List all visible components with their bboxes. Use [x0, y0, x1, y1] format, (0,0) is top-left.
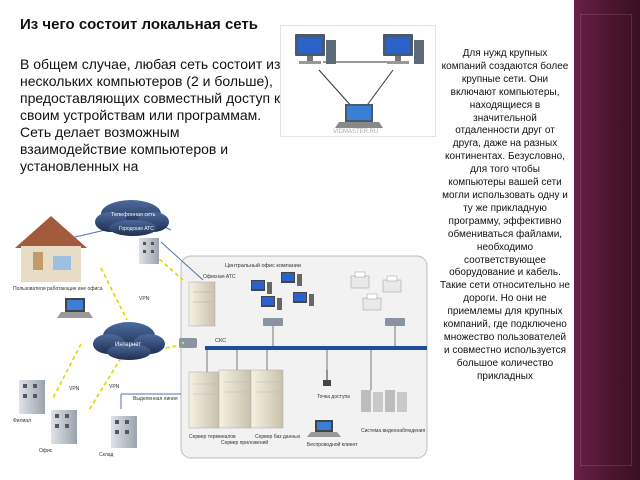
warehouse-label: Склад [99, 452, 114, 458]
decorative-band-frame [580, 14, 632, 466]
access-point-label: Точка доступа [317, 394, 350, 400]
house-icon [15, 216, 87, 282]
router-icon [179, 338, 197, 348]
wireless-client-label: Беспроводной клиент [307, 441, 358, 448]
app-server-icon [218, 369, 252, 429]
workstation-icon [293, 292, 314, 306]
phone-network-label: Телефонная сеть [111, 212, 156, 218]
db-server-icon [250, 369, 284, 429]
slide-title: Из чего состоит локальная сеть [20, 16, 259, 33]
workstation-icon [251, 280, 272, 294]
desktop-computer-icon [383, 34, 424, 64]
vpn-label: VPN [109, 384, 120, 390]
network-switch-icon [263, 318, 283, 326]
city-ats-icon [139, 238, 159, 264]
watermark-text: VIDMASTER.RU [333, 129, 378, 135]
printer-icon [362, 293, 382, 311]
laptop-icon [335, 104, 383, 128]
network-links [318, 61, 394, 109]
terminal-server-label: Сервер терминалов [189, 434, 236, 440]
large-network-diagram: Центральный офис компании [11, 194, 431, 460]
dedicated-lines-label: Выделенная линия [133, 396, 178, 402]
branch-label: Филиал [13, 418, 31, 424]
laptop-icon [57, 298, 93, 318]
sks-label: СКС [215, 338, 226, 344]
printer-icon [350, 271, 370, 289]
city-ats-label: Городская АТС [119, 226, 154, 232]
warehouse-building-icon [111, 416, 137, 448]
vpn-label: VPN [69, 386, 80, 392]
branch-building-icon [19, 380, 45, 414]
internet-label: Интернет [115, 342, 141, 348]
office-building-icon [51, 410, 77, 444]
cctv-label: Система видеонаблюдения [361, 428, 425, 434]
workstation-icon [261, 296, 282, 310]
internet-cloud: Интернет [93, 322, 165, 360]
small-network-diagram: VIDMASTER.RU [280, 25, 436, 137]
remote-users-label: Пользователи работающие вне офиса [13, 286, 103, 292]
db-server-label: Сервер баз данных [255, 434, 301, 440]
backbone-drops [206, 324, 396, 390]
intro-paragraph: В общем случае, любая сеть состоит из не… [20, 56, 281, 174]
phone-network-cloud: Телефонная сеть Городская АТС [95, 200, 169, 236]
cctv-icon [361, 390, 407, 412]
sks-backbone: СКС [205, 338, 427, 350]
office-ats-label: Офисная АТС [203, 274, 236, 280]
decorative-band [574, 0, 640, 480]
central-office-label: Центральный офис компании [225, 262, 301, 269]
app-server-label: Сервер приложений [221, 439, 268, 446]
desktop-computer-icon [295, 34, 336, 64]
laptop-icon [307, 420, 341, 437]
office-label: Офис [39, 448, 53, 454]
printer-icon [382, 275, 402, 293]
network-switch-icon [385, 318, 405, 326]
access-point-icon [323, 370, 331, 386]
office-ats-icon [188, 281, 216, 327]
side-paragraph: Для нужд крупных компаний создаются боле… [440, 48, 570, 382]
workstation-icon [281, 272, 302, 286]
terminal-server-icon [188, 371, 220, 429]
vpn-label: VPN [139, 296, 150, 302]
